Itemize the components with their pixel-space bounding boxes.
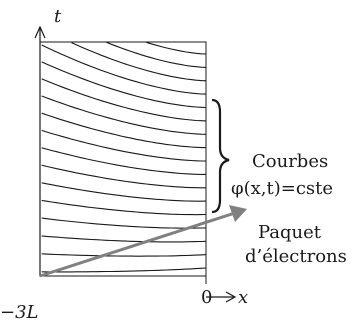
courbes-equation: φ(x,t)=cste [231, 178, 333, 199]
origin-right-label: 0 [201, 287, 212, 308]
paquet-line2: d’électrons [245, 246, 347, 267]
phase-curve [106, 41, 207, 68]
t-axis-arrowhead-icon [34, 25, 46, 39]
courbes-title: Courbes [252, 151, 328, 172]
phase-curve [41, 95, 207, 135]
phase-curves [41, 41, 207, 273]
phase-curve [41, 235, 207, 243]
phase-curve [41, 129, 206, 162]
phase-curve [146, 41, 207, 55]
phase-curve [41, 147, 206, 175]
phase-curve [41, 44, 207, 95]
phase-curve [71, 42, 207, 82]
electron-packet-arrowhead-icon [229, 205, 247, 222]
x-axis-arrowhead-icon [225, 291, 237, 303]
phase-curve [41, 112, 206, 149]
phase-curve [41, 182, 207, 202]
phase-curve [41, 253, 207, 257]
phase-curve [41, 199, 207, 216]
phase-curve [41, 267, 207, 273]
t-axis-label: t [54, 6, 62, 27]
brace-icon [211, 98, 230, 214]
phase-curve [41, 164, 206, 189]
phase-curve [41, 61, 207, 109]
origin-left-label: −3L [0, 302, 39, 320]
x-axis-label: x [238, 287, 248, 308]
phase-curve [41, 78, 207, 122]
phase-curve [41, 217, 207, 229]
paquet-line1: Paquet [258, 222, 322, 243]
electron-packet-arrow [39, 210, 239, 278]
